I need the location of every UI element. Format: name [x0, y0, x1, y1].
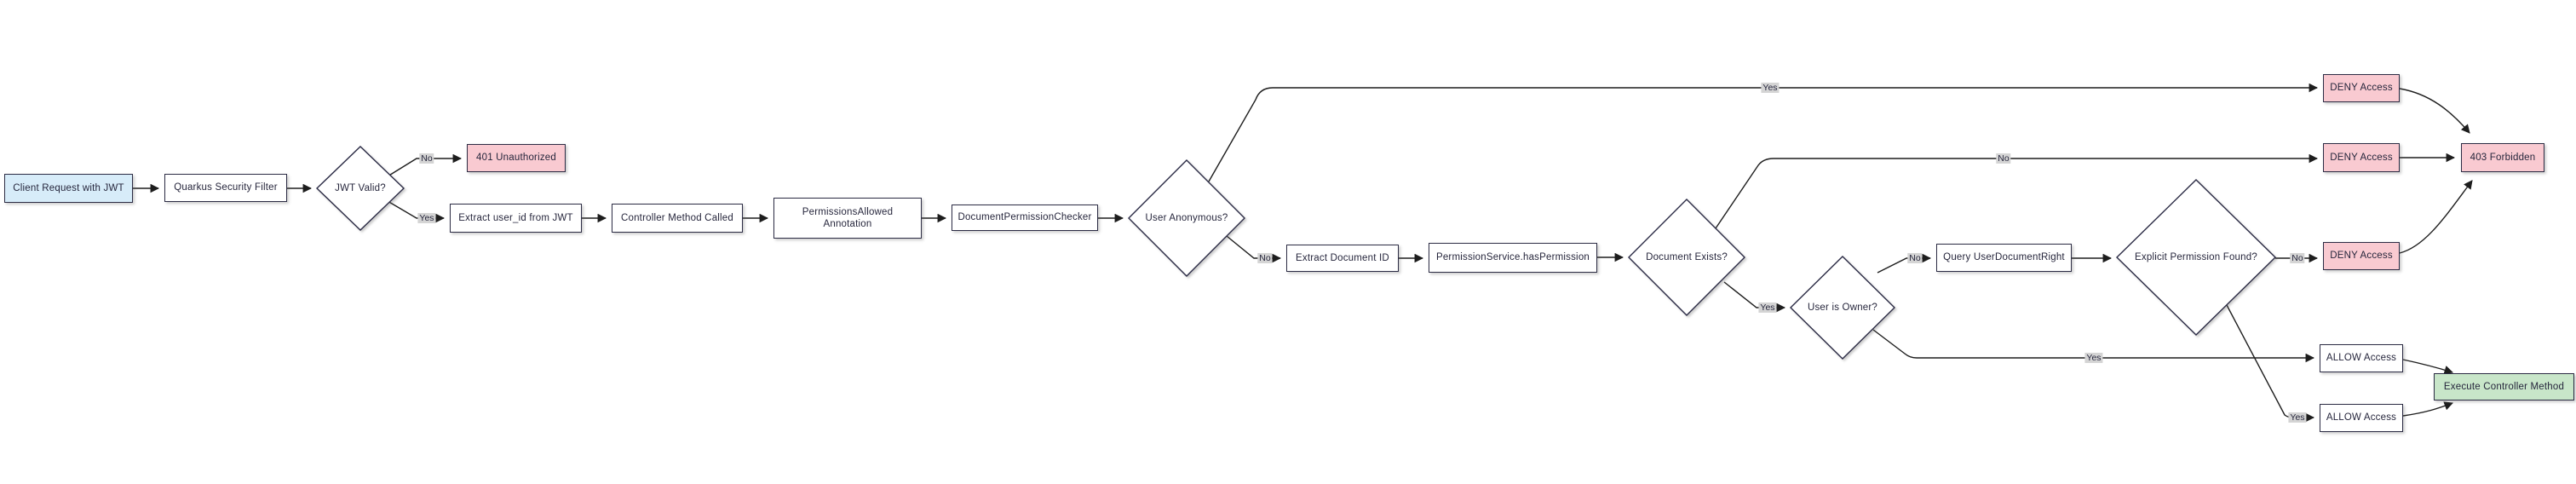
node-client-request: Client Request with JWT — [4, 174, 133, 203]
edge-label-jwt-yes: Yes — [417, 212, 436, 224]
node-permissions-allowed-annotation: PermissionsAllowed Annotation — [773, 198, 922, 239]
edge-jwtvalid-no — [387, 153, 463, 177]
node-401-unauthorized: 401 Unauthorized — [467, 144, 566, 172]
diamond-explicit-permission-label: Explicit Permission Found? — [2135, 252, 2257, 262]
edge-denytop-to-forbidden — [2399, 88, 2470, 134]
diamond-user-anonymous — [1128, 159, 1245, 277]
node-controller-method-called: Controller Method Called — [612, 204, 743, 233]
node-allow-access-top-label: ALLOW Access — [2326, 353, 2397, 364]
diamond-jwt-valid — [315, 146, 405, 231]
diamond-jwt-valid-label: JWT Valid? — [335, 183, 386, 193]
node-execute-controller-method-label: Execute Controller Method — [2443, 381, 2565, 392]
node-permission-service-has-permission-label: PermissionService.hasPermission — [1435, 252, 1590, 263]
node-document-permission-checker: DocumentPermissionChecker — [952, 205, 1098, 231]
node-security-filter: Quarkus Security Filter — [164, 174, 287, 202]
edge-label-anonymous-no: No — [1257, 252, 1273, 264]
node-extract-document-id-label: Extract Document ID — [1296, 252, 1389, 263]
node-403-forbidden-label: 403 Forbidden — [2470, 152, 2536, 163]
node-allow-access-lower-label: ALLOW Access — [2326, 412, 2397, 424]
node-403-forbidden: 403 Forbidden — [2461, 143, 2544, 172]
node-permission-service-has-permission: PermissionService.hasPermission — [1429, 243, 1597, 273]
edge-label-anonymous-yes: Yes — [1761, 82, 1780, 94]
node-document-permission-checker-label: DocumentPermissionChecker — [957, 212, 1092, 223]
node-extract-user-id-label: Extract user_id from JWT — [458, 212, 573, 223]
edge-label-exists-yes: Yes — [1758, 302, 1777, 314]
node-deny-access-lower-label: DENY Access — [2330, 251, 2393, 262]
diamond-explicit-permission — [2115, 179, 2277, 336]
edge-allowlow-to-execute — [2402, 401, 2453, 417]
edge-explicit-yes — [2226, 304, 2315, 423]
node-permissions-allowed-annotation-label: PermissionsAllowed Annotation — [802, 206, 894, 229]
edge-anonymous-yes — [1208, 83, 2319, 182]
diamond-document-exists — [1628, 199, 1745, 316]
diamond-user-is-owner — [1790, 256, 1895, 360]
node-controller-method-called-label: Controller Method Called — [620, 212, 733, 223]
diamond-document-exists-label: Document Exists? — [1646, 252, 1728, 262]
node-client-request-label: Client Request with JWT — [13, 182, 124, 193]
edge-label-exists-no: No — [1996, 153, 2011, 164]
node-extract-document-id: Extract Document ID — [1286, 245, 1399, 272]
edge-label-jwt-no: No — [419, 153, 434, 164]
edge-docexists-no — [1715, 153, 2319, 229]
node-allow-access-top: ALLOW Access — [2320, 344, 2403, 372]
edge-label-owner-no: No — [1907, 252, 1923, 264]
node-deny-access-middle-label: DENY Access — [2330, 152, 2393, 163]
edge-label-explicit-yes: Yes — [2288, 412, 2307, 424]
node-extract-user-id: Extract user_id from JWT — [450, 204, 582, 233]
node-query-user-document-right-label: Query UserDocumentRight — [1943, 252, 2065, 263]
node-execute-controller-method: Execute Controller Method — [2434, 373, 2574, 400]
node-query-user-document-right: Query UserDocumentRight — [1936, 244, 2072, 272]
node-allow-access-lower: ALLOW Access — [2320, 404, 2403, 432]
diamond-user-is-owner-label: User is Owner? — [1807, 302, 1878, 313]
diamond-user-anonymous-label: User Anonymous? — [1145, 213, 1228, 223]
node-deny-access-middle: DENY Access — [2323, 143, 2400, 172]
edge-label-owner-yes: Yes — [2084, 352, 2103, 364]
node-deny-access-top-label: DENY Access — [2330, 83, 2393, 94]
edge-label-explicit-no: No — [2290, 252, 2305, 264]
edge-denylow-to-forbidden — [2399, 180, 2473, 254]
edge-allowtop-to-execute — [2402, 359, 2454, 375]
node-deny-access-top: DENY Access — [2323, 74, 2400, 102]
node-401-unauthorized-label: 401 Unauthorized — [476, 153, 556, 164]
edge-owner-yes — [1872, 329, 2315, 363]
node-security-filter-label: Quarkus Security Filter — [174, 182, 278, 193]
node-deny-access-lower: DENY Access — [2323, 242, 2400, 270]
